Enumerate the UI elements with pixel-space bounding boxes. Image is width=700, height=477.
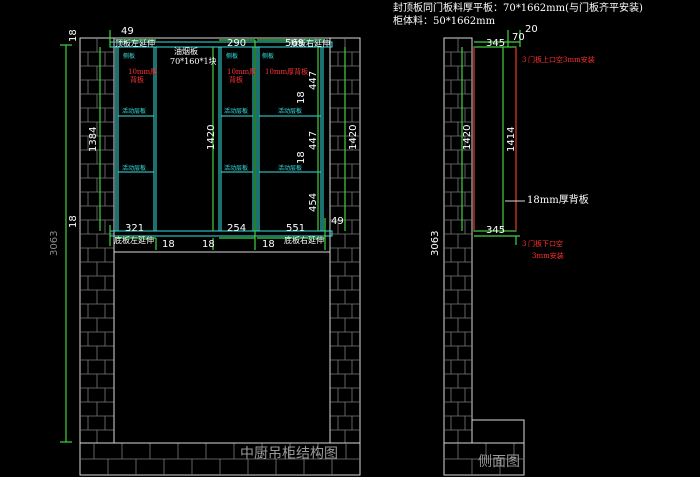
dim-447-a: 447 (308, 71, 319, 90)
note-line-2: 柜体料：50*1662mm (393, 14, 496, 27)
label-three-top: 3 (522, 56, 526, 64)
dim-20: 20 (525, 24, 538, 35)
label-back-mid-2: 背板 (229, 75, 243, 84)
dim-18-b3: 18 (262, 239, 275, 250)
dim-18-top-left: 18 (68, 29, 79, 42)
label-shelf-5: 活动层板 (278, 107, 302, 115)
dim-447-b: 447 (308, 131, 319, 150)
label-door-top: 门板上口空3mm安装 (528, 55, 595, 64)
dim-18-r2: 18 (296, 151, 307, 164)
label-bottom-left-bead: 底板左延伸 (114, 235, 154, 245)
label-back-board: 18mm厚背板 (527, 193, 589, 206)
label-side-2: 侧板 (226, 52, 238, 60)
label-side-3: 侧板 (262, 52, 274, 60)
cabinet-right (256, 46, 324, 232)
dim-345-bottom: 345 (486, 225, 505, 236)
dim-18-r1: 18 (296, 91, 307, 104)
left-wall-hatch (79, 37, 115, 444)
note-line-1: 封顶板同门板料厚平板：70*1662mm(与门板齐平安装) (393, 1, 643, 14)
lower-opening (113, 251, 331, 444)
label-shelf-3: 活动层板 (224, 107, 248, 115)
label-shelf-6: 活动层板 (278, 164, 302, 172)
label-top-right-bead: 顶板右延伸 (290, 38, 330, 48)
label-three-bottom: 3 (522, 240, 526, 248)
label-side-1: 侧板 (123, 52, 135, 60)
label-shelf-1: 活动层板 (122, 107, 146, 115)
label-door-bottom: 门板下口空 (528, 239, 563, 248)
label-back-mid: 10mm厚 (227, 68, 256, 76)
dim-345-top: 345 (486, 38, 505, 49)
cabinet-left (115, 46, 157, 232)
side-base (471, 419, 525, 444)
dim-49-top: 49 (121, 26, 134, 37)
dim-321: 321 (125, 223, 144, 234)
front-view: 49 18 290 569 1384 1420 1420 447 447 454… (49, 26, 361, 476)
label-top-left-bead: 顶板左延伸 (115, 38, 155, 48)
dim-1420-mid: 1420 (206, 125, 217, 150)
dim-3063-side: 3063 (430, 231, 441, 256)
label-door-bottom-2: 3mm安装 (532, 251, 564, 260)
front-dimension-lines (60, 30, 346, 443)
dim-18-left: 18 (68, 215, 79, 228)
label-range-hood-size: 70*160*1块 (170, 56, 217, 66)
label-back-left: 10mm厚 (128, 68, 157, 76)
bottom-wall-hatch (79, 442, 361, 476)
side-view: 20 70 345 345 1420 1414 3063 3 门板上口空3mm安… (430, 24, 595, 476)
label-range-hood-board: 油烟板 (174, 46, 198, 56)
dim-70: 70 (512, 32, 525, 43)
dim-18-b2: 18 (202, 239, 215, 250)
dim-290: 290 (227, 38, 246, 49)
side-view-title: 侧面图 (478, 454, 520, 470)
dim-1414: 1414 (506, 127, 517, 152)
dim-1384: 1384 (88, 127, 99, 152)
label-shelf-2: 活动层板 (122, 164, 146, 172)
label-back-right: 10mm厚背板 (265, 67, 308, 76)
side-wall-hatch (443, 37, 525, 476)
dim-1420-right: 1420 (348, 125, 359, 150)
dim-569: 569 (285, 38, 304, 49)
label-bottom-right-bead: 底板右延伸 (284, 235, 324, 245)
front-view-title: 中厨吊柜结构图 (240, 446, 338, 462)
dim-18-b1: 18 (162, 239, 175, 250)
dim-551: 551 (286, 223, 305, 234)
dim-49-bottom: 49 (331, 216, 344, 227)
dim-254: 254 (227, 223, 246, 234)
dim-454: 454 (308, 193, 319, 212)
dim-1420-side: 1420 (462, 125, 473, 150)
label-shelf-4: 活动层板 (224, 164, 248, 172)
dim-3063-front: 3063 (49, 231, 60, 256)
label-back-left-2: 背板 (130, 75, 144, 84)
